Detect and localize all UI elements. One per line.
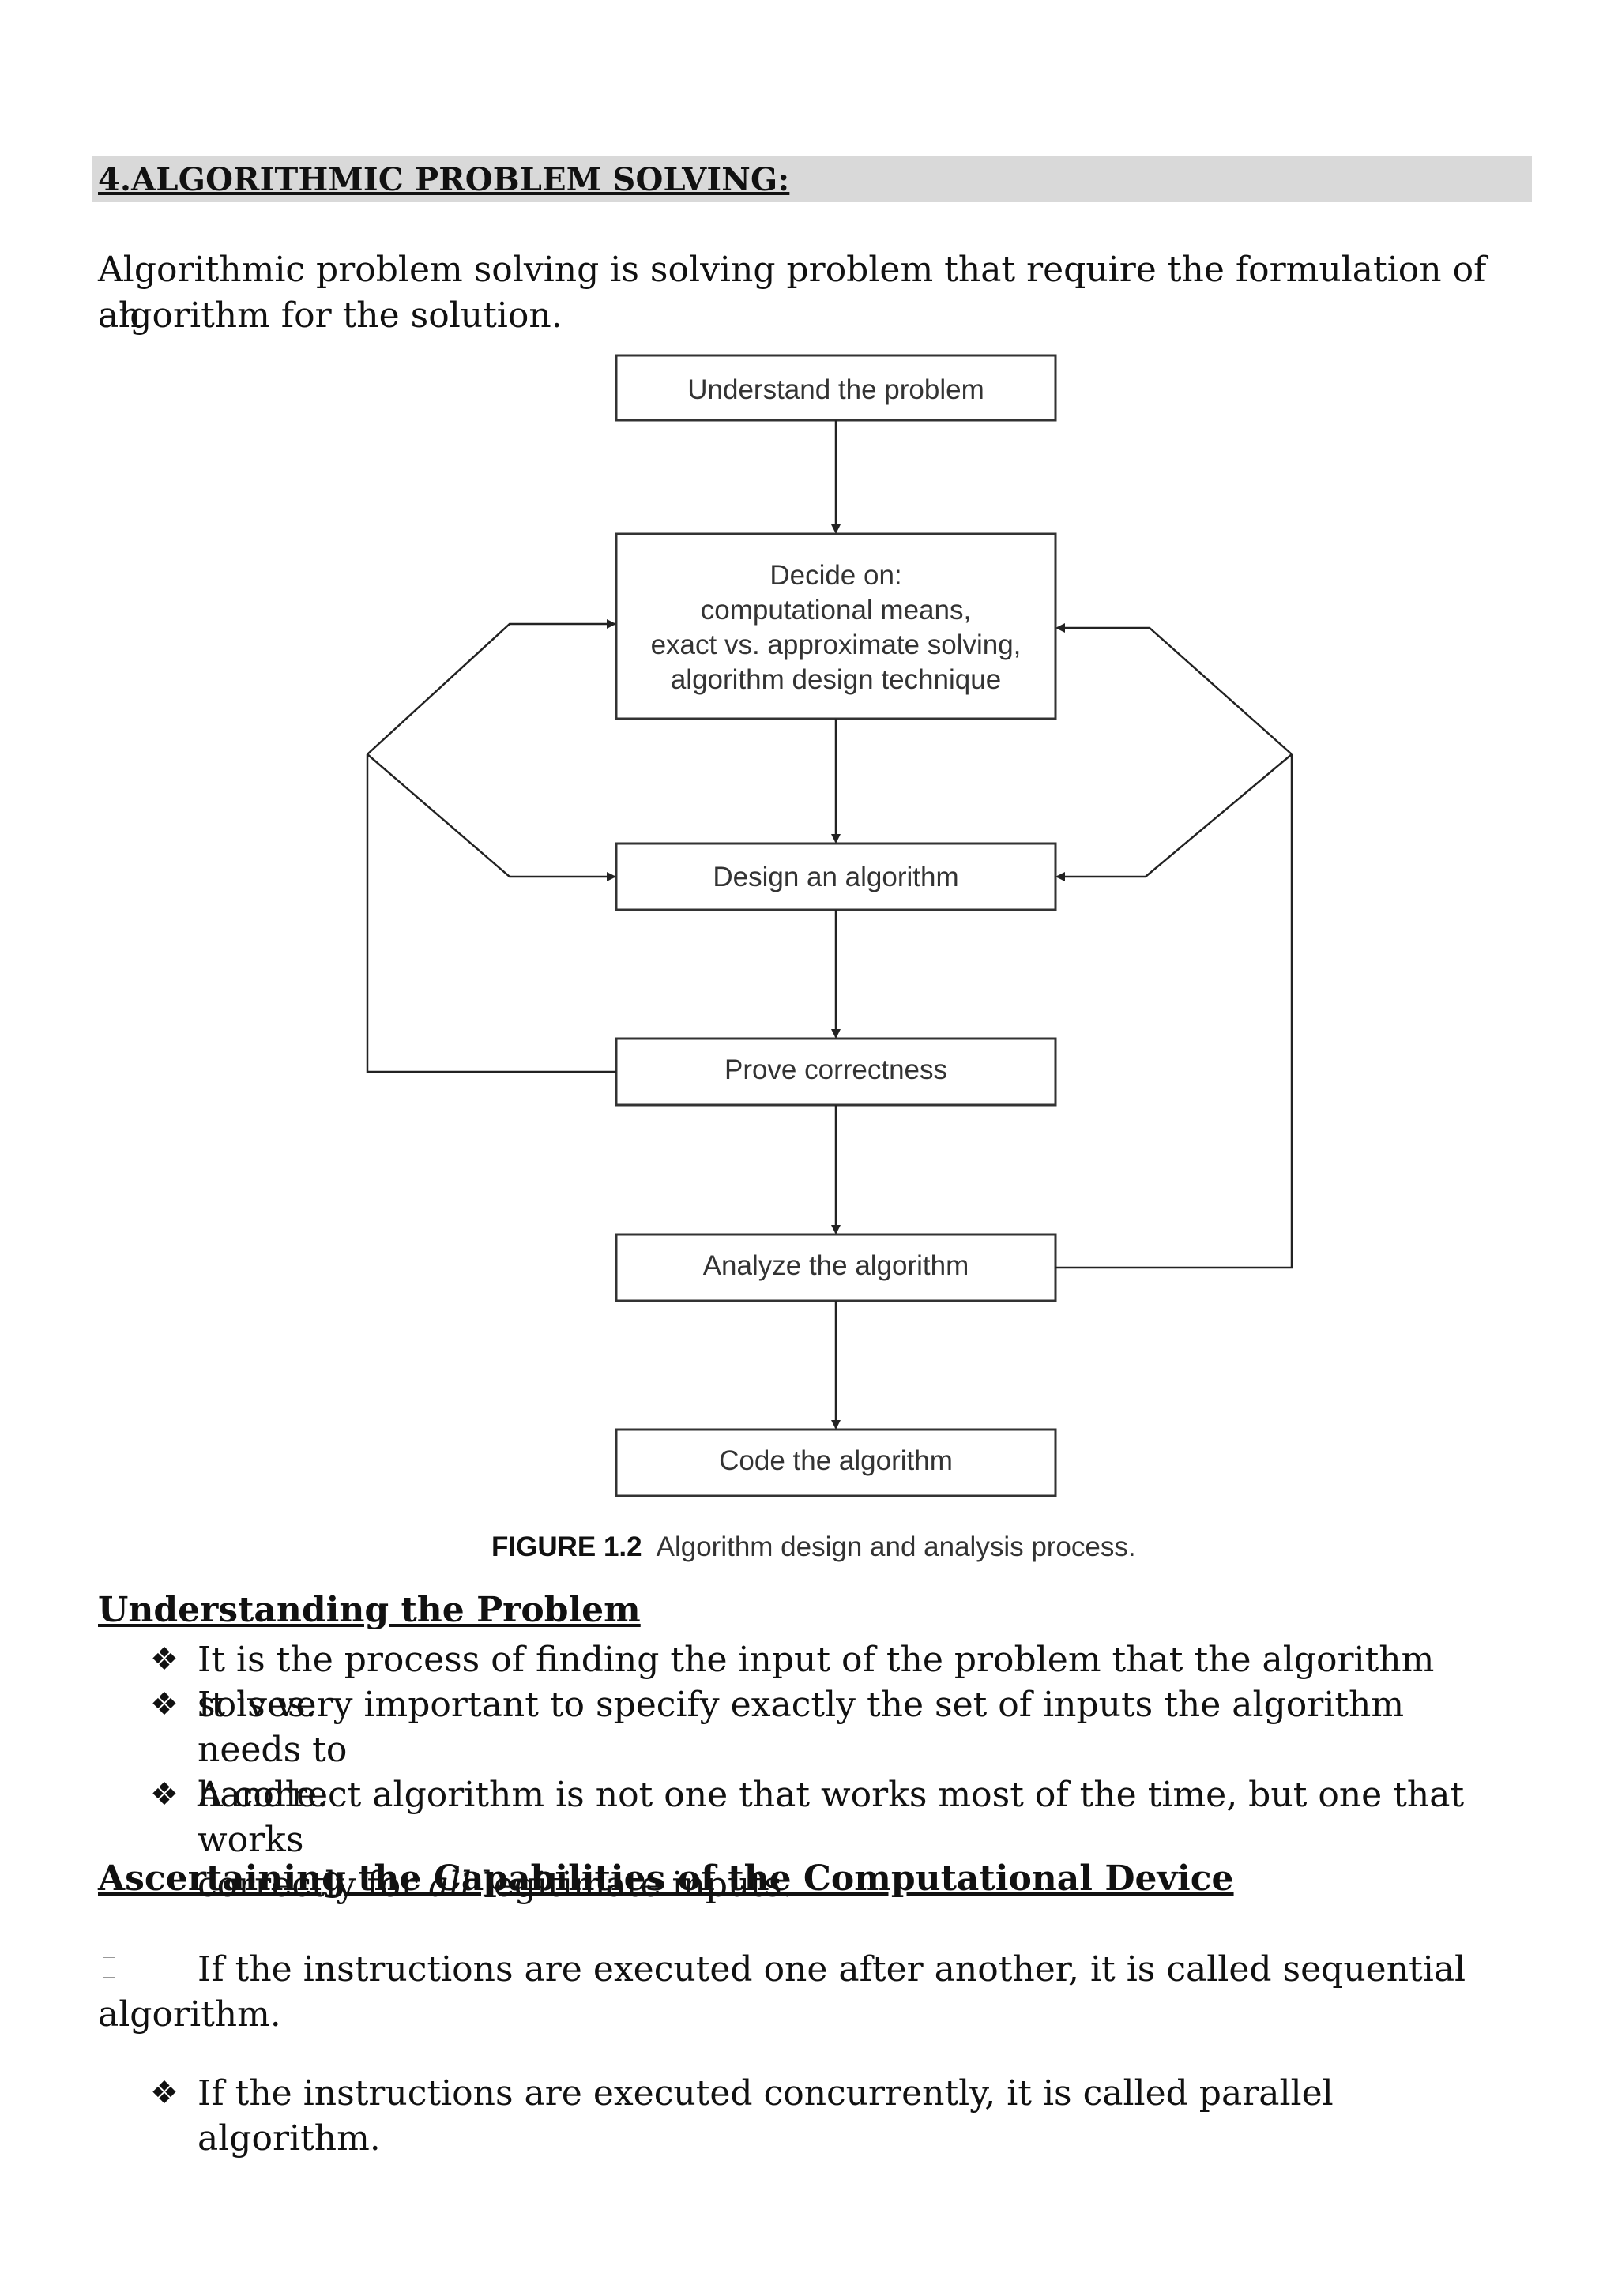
diamond-bullet-icon: ❖ [150,2075,179,2111]
bullet-3-line-1: A correct algorithm is not one that work… [198,1775,1465,1860]
box-design [615,842,1057,911]
bullet-2-line-1: It is very important to specify exactly … [198,1685,1405,1770]
feedback-left-to-decide [367,619,616,755]
diamond-bullet-icon: ❖ [150,1686,179,1723]
understanding-bullet-2: ❖ It is very important to specify exactl… [150,1682,1493,1817]
understanding-bullet-1: ❖ It is the process of finding the input… [150,1637,1493,1727]
diamond-bullet-icon: ❖ [150,1641,179,1678]
label-decide-1: Decide on: [769,560,901,591]
sequential-line-2: algorithm. [98,1994,281,2035]
parallel-text: If the instructions are executed concurr… [198,2073,1334,2159]
parallel-bullet: ❖ If the instructions are executed concu… [150,2071,1493,2161]
label-analyze: Analyze the algorithm [703,1250,969,1281]
understanding-heading: Understanding the Problem [98,1590,641,1630]
feedback-right-to-design [1055,753,1293,881]
label-understand: Understand the problem [687,374,984,405]
bullet-3-emphasis: all [428,1865,472,1905]
label-design: Design an algorithm [713,862,958,892]
capabilities-heading: Ascertaining the Capabilities of the Com… [98,1858,1234,1899]
bullet-2-line-2: handle. [198,1775,329,1815]
figure-caption-label: FIGURE 1.2 [491,1531,642,1562]
label-decide-2: computational means, [701,595,971,626]
feedback-right-trunk [1055,754,1293,1269]
sequential-line-1: If the instructions are executed one aft… [198,1949,1466,1990]
intro-line-2: algorithm for the solution. [98,295,563,336]
flowchart-figure: Understand the problem Decide on: comput… [366,354,1293,1562]
box-code [615,1428,1057,1497]
bullet-3-text-after: legitimate inputs. [471,1865,793,1905]
understanding-bullet-3: ❖ A correct algorithm is not one that wo… [150,1772,1493,1907]
feedback-left-to-design [367,753,616,881]
label-code: Code the algorithm [719,1445,953,1476]
figure-caption-text: Algorithm design and analysis process. [657,1531,1136,1562]
feedback-right-to-decide [1055,623,1293,755]
figure-caption: FIGURE 1.2 Algorithm design and analysis … [491,1531,1136,1562]
heading-highlight [92,156,1532,202]
label-prove: Prove correctness [724,1054,947,1085]
label-decide-4: algorithm design technique [671,664,1001,695]
feedback-left-trunk [366,754,616,1073]
bullet-3-text-before: correctly for [198,1865,429,1905]
section-heading: 4.ALGORITHMIC PROBLEM SOLVING: [98,161,790,198]
diamond-bullet-icon: ❖ [150,1776,179,1813]
bullet-3-line-2: correctly for all legitimate inputs. [198,1862,1493,1907]
bullet-1-line-1: It is the process of finding the input o… [198,1640,1435,1725]
box-prove [615,1037,1057,1107]
intro-line-1: Algorithmic problem solving is solving p… [98,250,1487,336]
label-decide-3: exact vs. approximate solving, [651,629,1022,660]
box-understand [615,354,1057,422]
missing-glyph-icon [103,1957,115,1978]
